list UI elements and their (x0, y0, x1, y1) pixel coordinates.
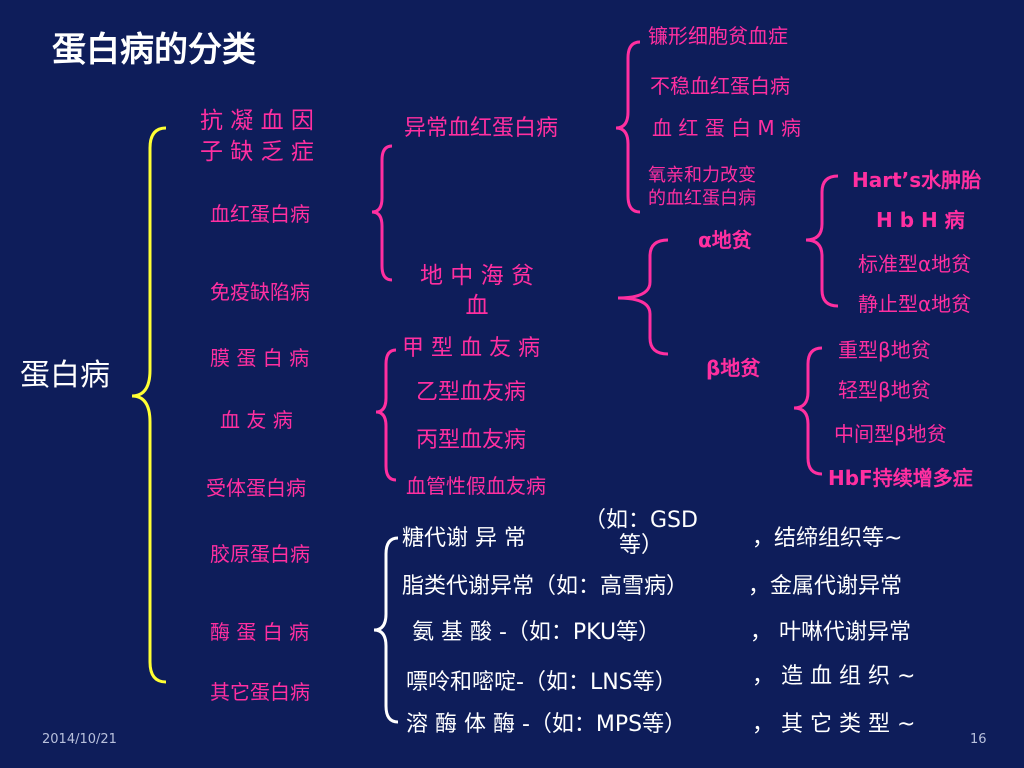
hpfh: HbF持续增多症 (828, 466, 973, 490)
hemoglobin-m: 血 红 蛋 白 M 病 (652, 116, 802, 140)
abnormal-hemoglobin: 异常血红蛋白病 (404, 116, 559, 141)
unstable-hemoglobin: 不稳血红蛋白病 (650, 74, 790, 98)
enzyme-row-amino-acid-tail: ， 叶啉代谢异常 (750, 620, 911, 645)
enzyme-row-purine-tail: ， 造 血 组 织 ~ (752, 664, 916, 689)
sickle-cell-anemia: 镰形细胞贫血症 (648, 24, 788, 48)
hemophilia-brace (375, 348, 397, 482)
major-beta-thal: 重型β地贫 (838, 338, 931, 362)
thalassemia-brace (617, 238, 669, 356)
enzyme-row-lipid-tail: ，金属代谢异常 (748, 574, 903, 599)
enzyme-row-lysosome-tail: ， 其 它 类 型 ~ (752, 712, 916, 737)
alpha-brace (805, 174, 839, 308)
hemophilia-c: 丙型血友病 (416, 428, 527, 453)
footer-date: 2014/10/21 (42, 732, 117, 747)
category-collagen: 胶原蛋白病 (210, 542, 310, 566)
enzyme-row-glucose: 糖代谢 异 常 (402, 526, 526, 551)
oxygen-affinity-hemoglobin: 氧亲和力改变 的血红蛋白病 (648, 165, 756, 210)
beta-brace (793, 346, 823, 476)
enzyme-row-glucose-tail: ，结缔组织等~ (752, 526, 903, 551)
standard-alpha-thal: 标准型α地贫 (858, 252, 972, 276)
category-hemophilia: 血 友 病 (220, 408, 293, 432)
harts-hydrops: Hart’s水肿胎 (852, 168, 982, 192)
enzyme-row-amino-acid: 氨 基 酸 -（如：PKU等） (412, 620, 661, 645)
category-anticoagulant: 抗 凝 血 因 子 缺 乏 症 (200, 108, 314, 166)
enzyme-row-glucose-example: （如：GSD 等） (584, 508, 698, 559)
category-other: 其它蛋白病 (210, 680, 310, 704)
category-receptor-protein: 受体蛋白病 (206, 476, 306, 500)
enzyme-brace (373, 536, 399, 724)
category-membrane-protein: 膜 蛋 白 病 (210, 346, 310, 370)
main-brace (131, 126, 167, 684)
hemoglobin-brace (371, 144, 393, 282)
enzyme-row-lysosome: 溶 酶 体 酶 -（如：MPS等） (406, 712, 687, 737)
hemophilia-a: 甲 型 血 友 病 (402, 336, 540, 361)
hbh-disease: H b H 病 (876, 208, 965, 232)
alpha-thalassemia: α地贫 (698, 228, 752, 252)
abnormal-hb-brace (615, 40, 641, 214)
beta-thalassemia: β地贫 (706, 356, 761, 380)
hemophilia-b: 乙型血友病 (416, 380, 527, 405)
category-hemoglobin: 血红蛋白病 (210, 202, 310, 226)
category-enzyme-protein: 酶 蛋 白 病 (210, 620, 310, 644)
intermedia-beta-thal: 中间型β地贫 (834, 422, 947, 446)
von-willebrand: 血管性假血友病 (406, 474, 546, 498)
silent-alpha-thal: 静止型α地贫 (858, 292, 972, 316)
root-label: 蛋白病 (20, 358, 110, 393)
page-title: 蛋白病的分类 (52, 30, 256, 70)
enzyme-row-purine: 嘌呤和嘧啶-（如：LNS等） (406, 670, 677, 695)
category-immunodeficiency: 免疫缺陷病 (210, 280, 310, 304)
minor-beta-thal: 轻型β地贫 (838, 378, 931, 402)
page-number: 16 (970, 732, 987, 747)
enzyme-row-lipid: 脂类代谢异常（如：高雪病） (402, 574, 689, 599)
thalassemia: 地 中 海 贫 血 (420, 263, 534, 319)
